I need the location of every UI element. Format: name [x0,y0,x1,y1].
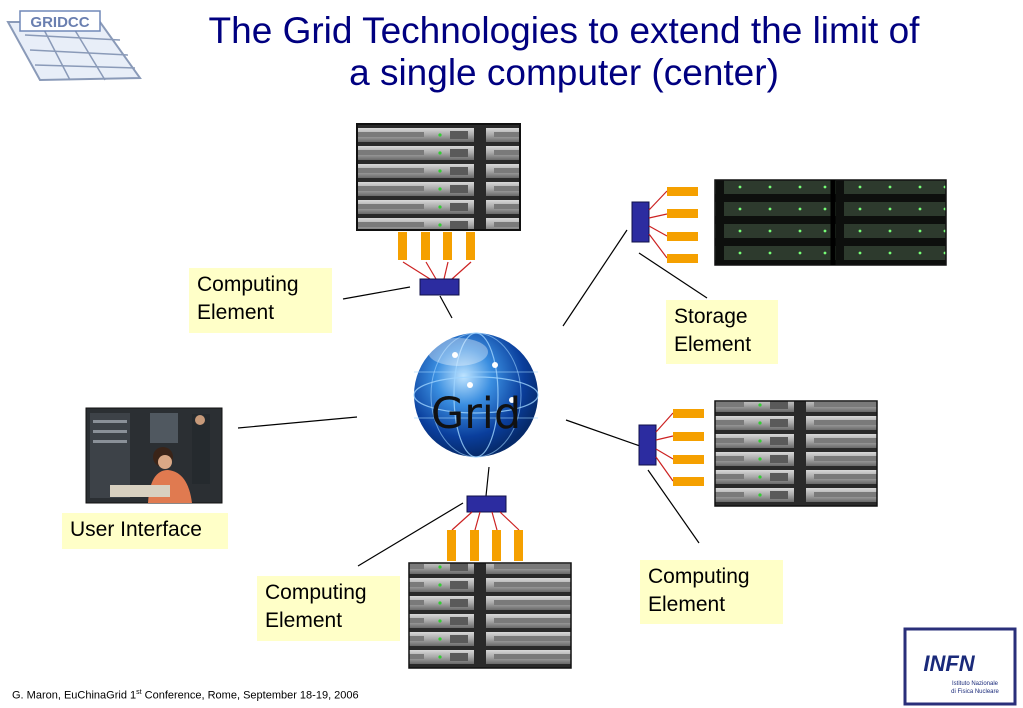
infn-logo-sub2: di Fisica Nucleare [951,689,999,695]
title-line-1: The Grid Technologies to extend the limi… [208,10,920,51]
label-computing-element-bottom: Computing Element [257,576,400,641]
footer-suffix: Conference, Rome, September 18-19, 2006 [141,689,359,702]
connector-lines [237,229,708,567]
right-cluster-nodes [638,409,704,486]
storage-rack-image [714,179,947,266]
infn-logo-sub1: Istituto Nazionale [952,681,999,687]
label-storage-element: Storage Element [666,300,778,364]
label-computing-element-right: Computing Element [640,560,783,624]
infn-logo: INFN Istituto Nazionale di Fisica Nuclea… [903,627,1017,706]
label-line: User Interface [70,518,202,541]
label-line: Element [265,609,343,632]
user-interface-photo [85,407,223,504]
gridcc-logo-text: GRIDCC [30,14,89,31]
storage-cluster-nodes [631,187,698,263]
grid-label: Grid [431,389,521,439]
right-rack-image [714,400,878,507]
footer-sup: st [136,689,142,696]
grid-globe: Grid [413,332,539,458]
top-rack-image [356,123,521,231]
slide-title: The Grid Technologies to extend the limi… [105,10,1023,94]
footer-prefix: G. Maron, EuChinaGrid 1 [12,689,137,702]
label-line: Computing [648,565,750,588]
label-line: Computing [265,581,367,604]
top-cluster-nodes [398,232,475,296]
label-line: Element [197,301,275,324]
label-line: Storage [674,305,748,328]
label-line: Element [674,333,752,356]
gridcc-logo: GRIDCC [6,10,142,82]
label-user-interface: User Interface [62,513,228,549]
bottom-rack-image [408,562,572,669]
title-line-2: a single computer (center) [349,52,779,93]
label-computing-element-top: Computing Element [189,268,332,333]
label-line: Element [648,593,726,616]
slide-footer: G. Maron, EuChinaGrid 1st Conference, Ro… [12,689,359,702]
bottom-cluster-nodes [447,495,523,561]
infn-logo-text: INFN [923,651,975,676]
label-line: Computing [197,273,299,296]
